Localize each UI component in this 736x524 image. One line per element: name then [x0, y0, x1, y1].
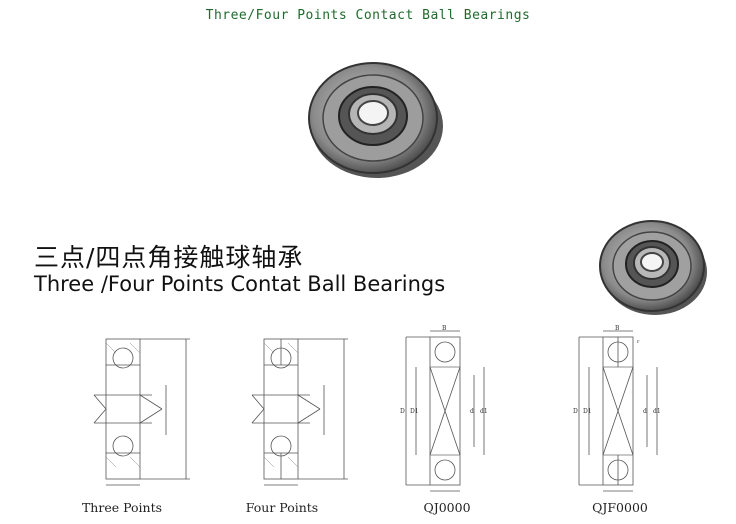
diagram-three-points: [93, 338, 190, 486]
caption-four-points: Four Points: [245, 500, 319, 515]
label-d-outer: D: [400, 408, 405, 415]
section-title-chinese: 三点/四点角接触球轴承: [34, 243, 304, 272]
bearing-photo-small: [599, 220, 707, 315]
caption-qjf0000: QJF0000: [592, 500, 648, 515]
caption-qj0000: QJ0000: [423, 500, 471, 515]
diagram-qjf0000: B D D1 d d1 r: [573, 325, 661, 492]
label-d1-outer: D1: [583, 408, 592, 415]
page-header-title: Three/Four Points Contact Ball Bearings: [205, 8, 531, 23]
caption-three-points: Three Points: [81, 500, 163, 515]
diagram-qj0000: B D D1 d d1: [400, 325, 488, 492]
bearing-photo-large: [308, 62, 443, 178]
section-title-english: Three /Four Points Contat Ball Bearings: [34, 272, 446, 296]
diagram-four-points: [251, 338, 348, 486]
label-d-outer: D: [573, 408, 578, 415]
label-b: B: [442, 325, 447, 332]
label-d1-inner: d1: [653, 408, 661, 415]
label-d1-outer: D1: [410, 408, 419, 415]
label-d1-inner: d1: [480, 408, 488, 415]
label-d-inner: d: [470, 408, 474, 415]
label-d-inner: d: [643, 408, 647, 415]
label-b: B: [615, 325, 620, 332]
label-r: r: [637, 339, 640, 345]
